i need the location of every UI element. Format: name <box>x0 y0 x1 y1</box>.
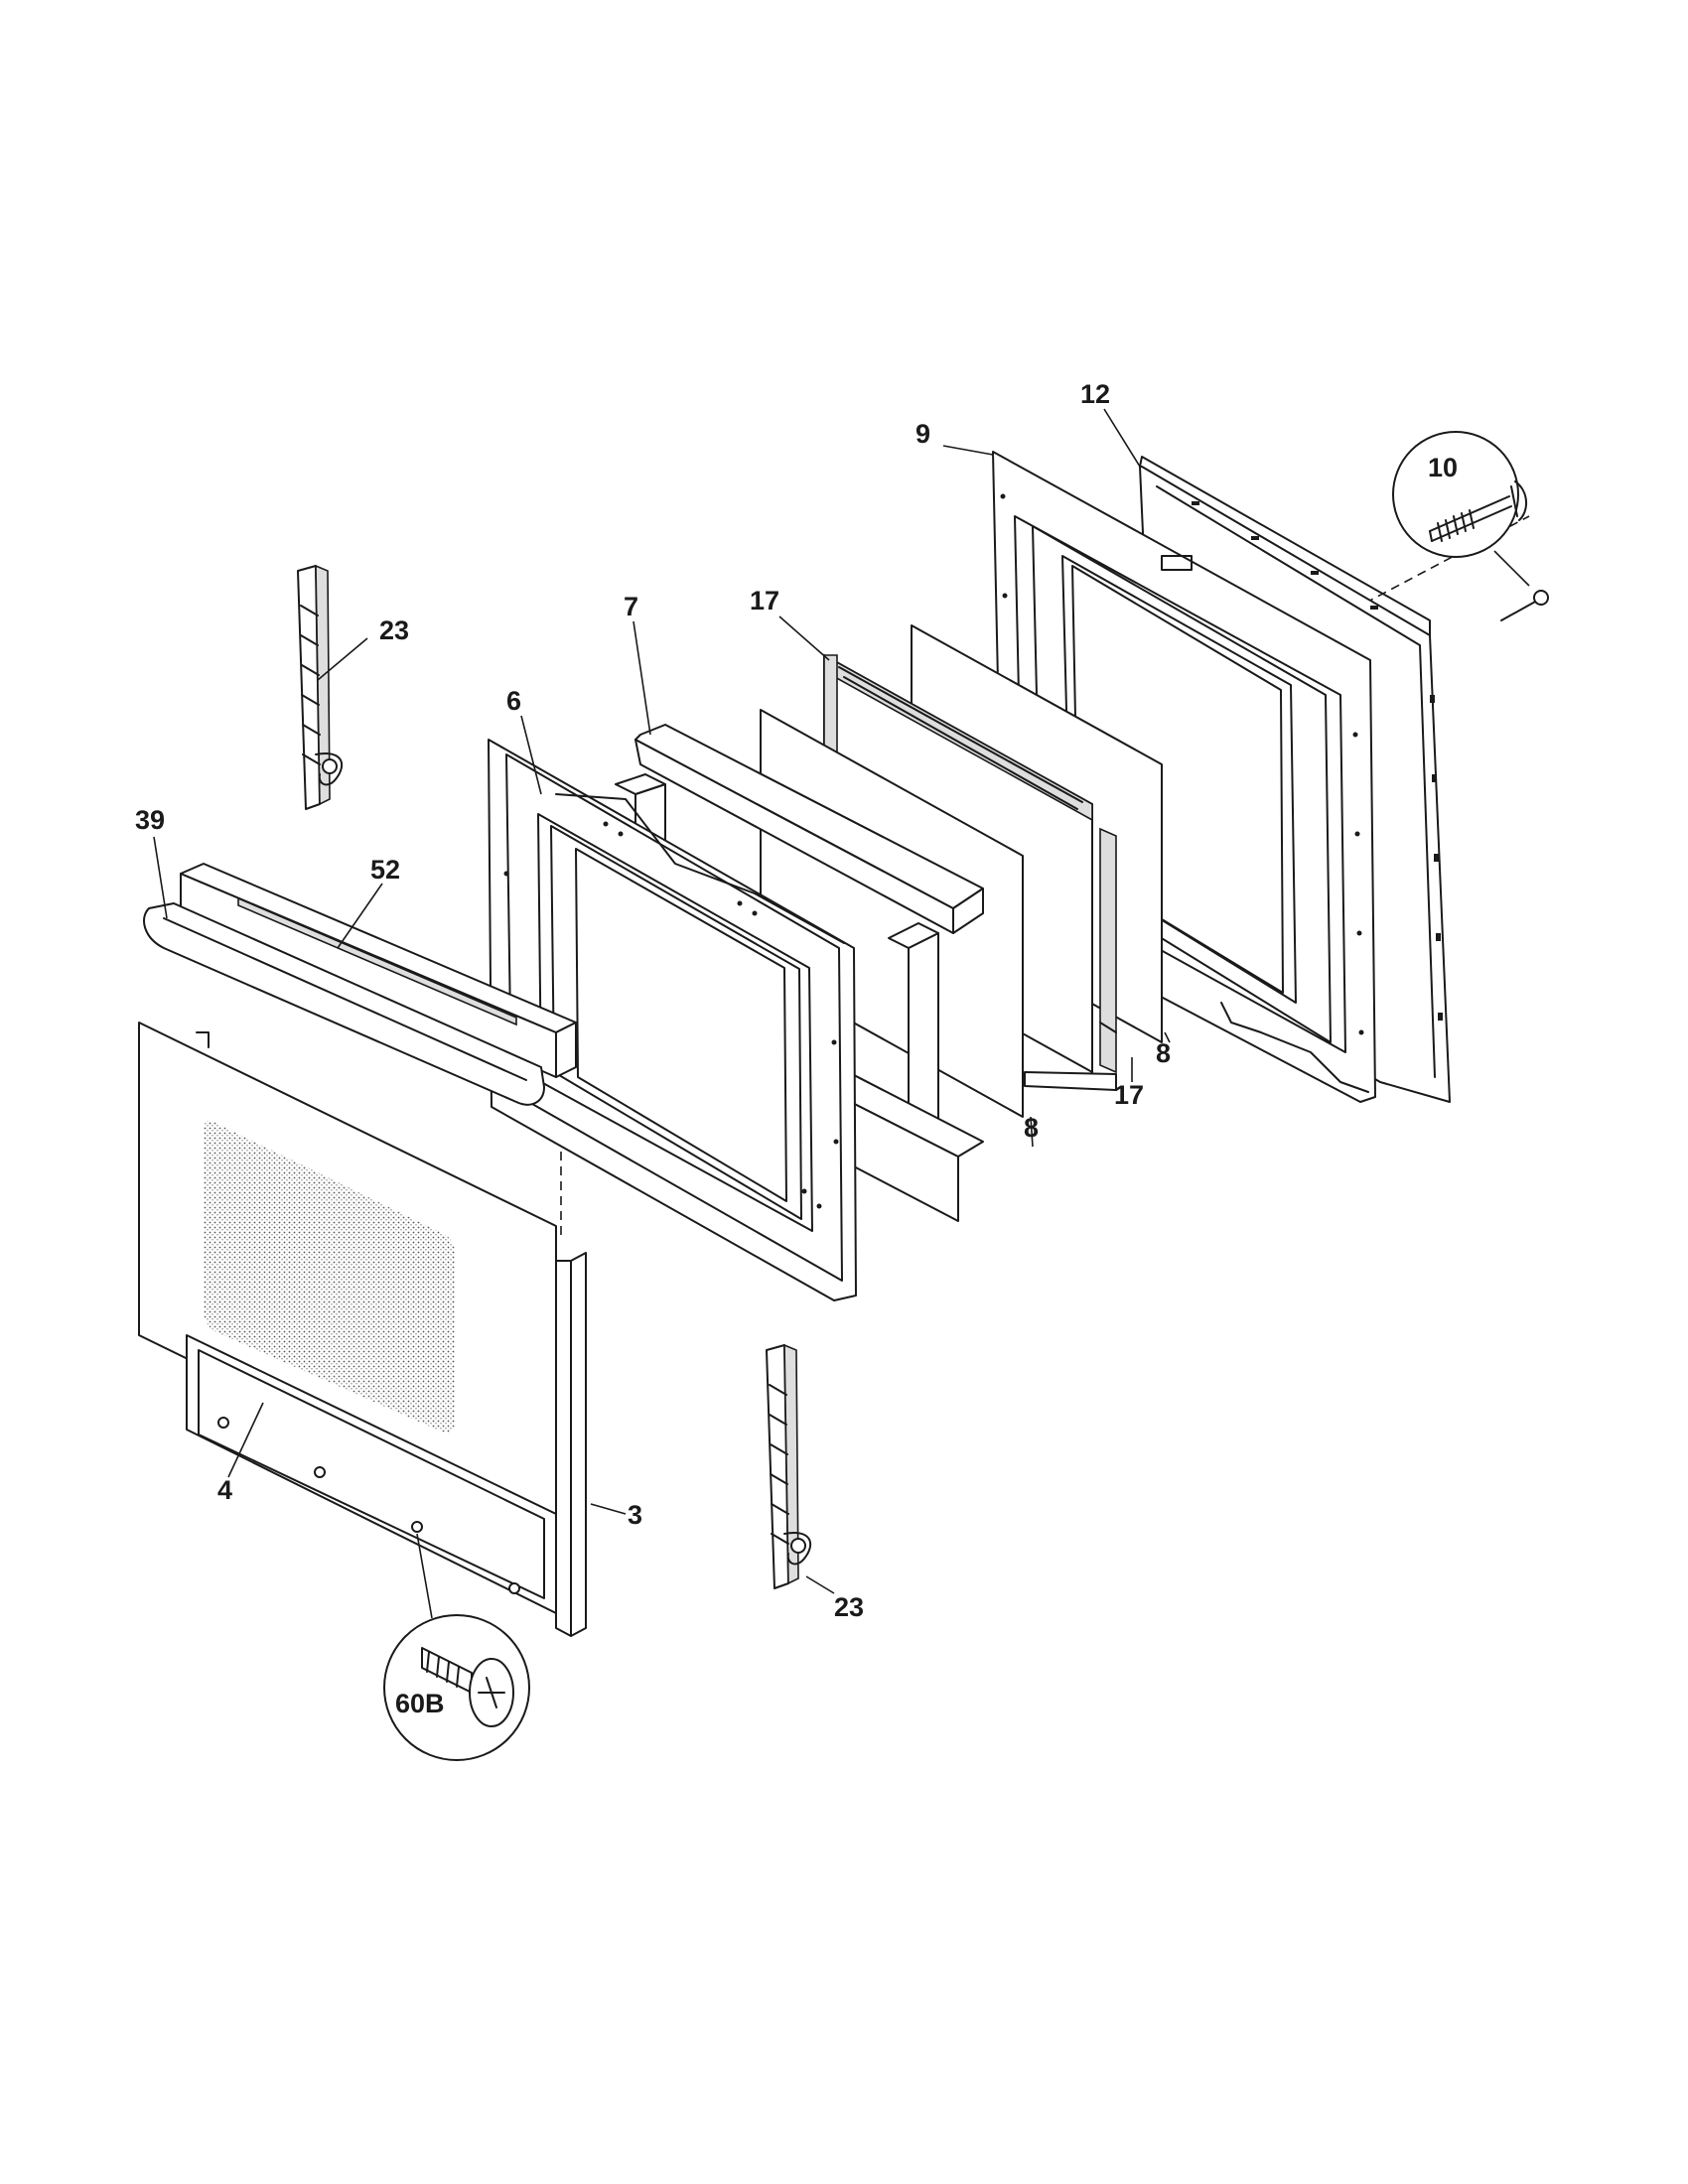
screw-detail-inset <box>383 1614 530 1761</box>
outer-door-glass <box>138 1022 557 1614</box>
door-side-trim <box>555 1252 587 1637</box>
insulation-block-top <box>634 724 984 934</box>
door-handle <box>143 902 545 1106</box>
door-bottom-screws <box>217 1417 520 1594</box>
door-hinge-lower <box>766 1343 812 1589</box>
screw-icon <box>421 1647 514 1727</box>
bolt-detail-inset <box>1392 431 1549 621</box>
door-frame-holes <box>503 821 839 1209</box>
handle-mount-trim <box>180 863 577 1078</box>
callout-8-rear: 8 <box>1156 1038 1171 1068</box>
glass-pack-side-strip <box>1024 827 1117 1091</box>
part-callouts: 12 9 10 17 7 23 6 39 52 8 8 17 4 3 23 60… <box>135 379 1458 1718</box>
door-hinge-upper <box>297 564 344 810</box>
callout-4: 4 <box>217 1475 232 1505</box>
callout-10: 10 <box>1428 453 1458 482</box>
callout-7: 7 <box>624 592 638 621</box>
callout-39: 39 <box>135 805 165 835</box>
callout-17-lower: 17 <box>1114 1080 1144 1110</box>
callout-17-upper: 17 <box>750 586 779 615</box>
callout-23-lower: 23 <box>834 1592 864 1622</box>
small-bolt-icon <box>1500 590 1549 621</box>
door-glass-dot-pattern <box>204 1120 455 1433</box>
callout-8-front: 8 <box>1024 1113 1039 1143</box>
callout-12: 12 <box>1080 379 1110 409</box>
liner-frame-tabs <box>1192 501 1443 1021</box>
callout-23-upper: 23 <box>379 615 409 645</box>
leader-lines <box>153 408 1171 1594</box>
door-inner-frame <box>488 739 857 1301</box>
callout-9: 9 <box>915 419 930 449</box>
callout-3: 3 <box>628 1500 642 1530</box>
callout-60b: 60B <box>395 1689 445 1718</box>
callout-52: 52 <box>370 855 400 885</box>
callout-6: 6 <box>506 686 521 716</box>
bolt-thread-icon <box>1437 509 1475 542</box>
